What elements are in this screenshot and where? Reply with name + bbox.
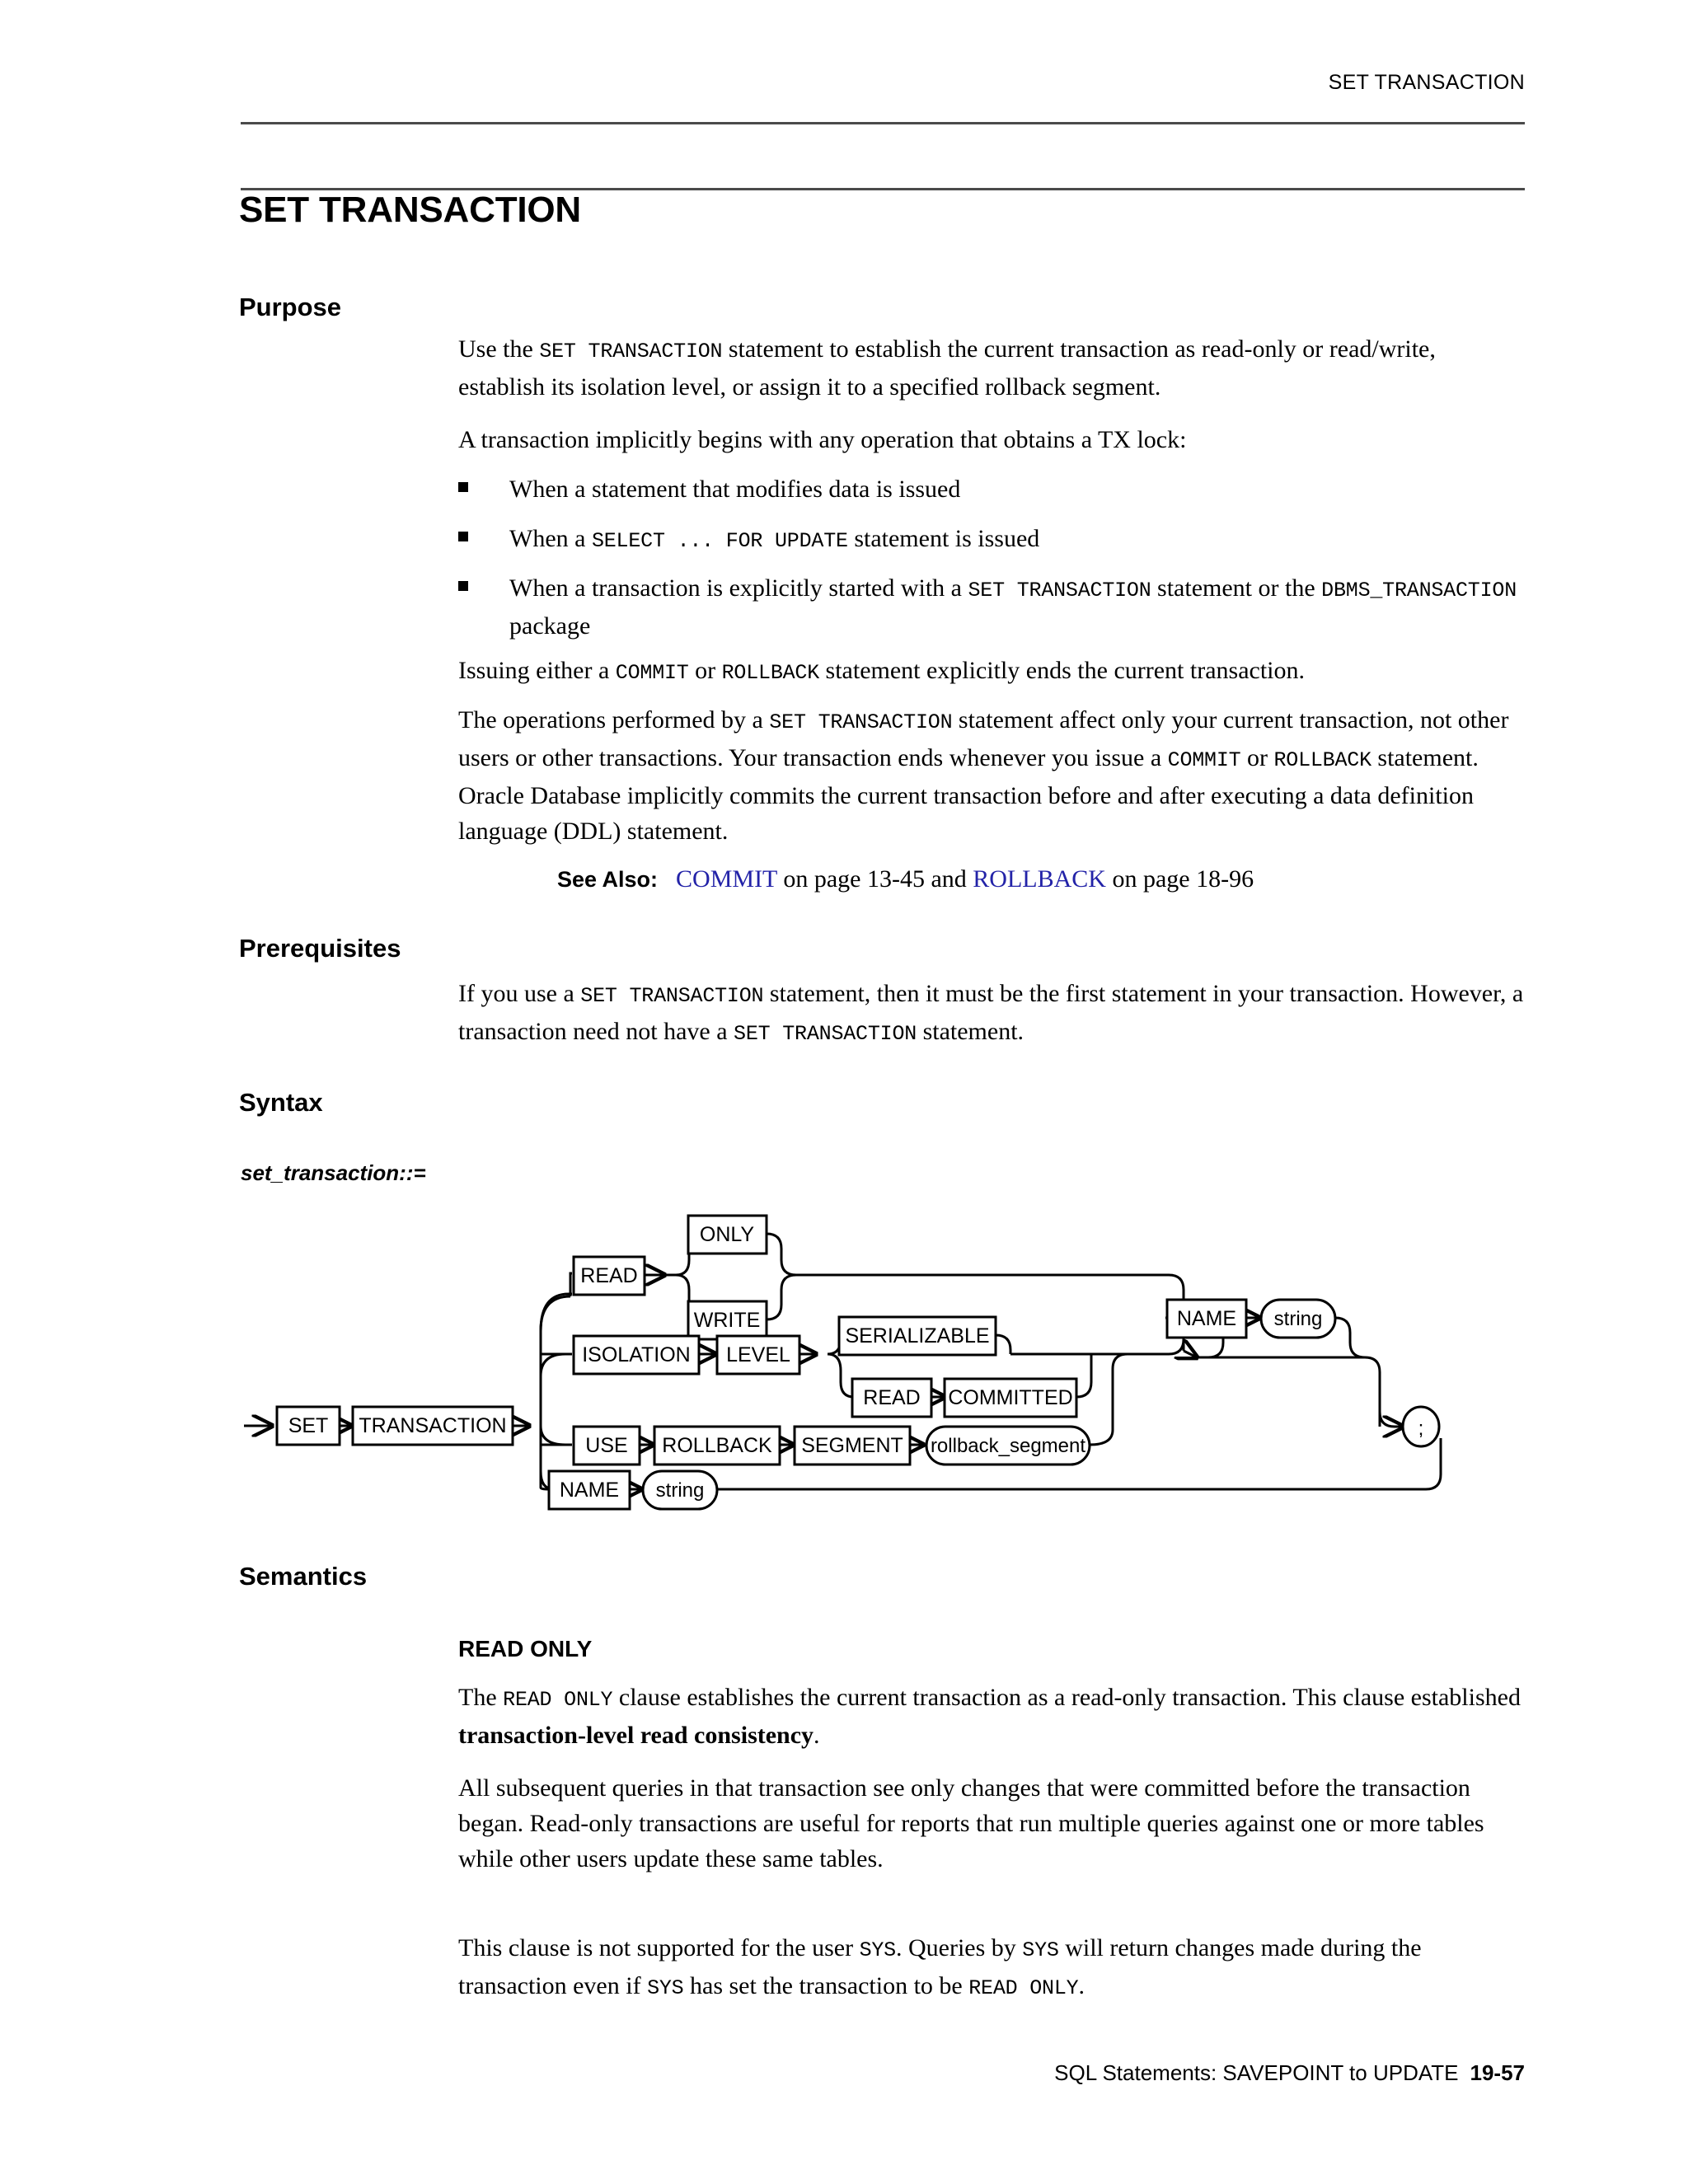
see-also-mid-1: on page 13-45 and <box>776 865 973 893</box>
link-commit[interactable]: COMMIT <box>676 865 777 893</box>
heading-prerequisites: Prerequisites <box>239 934 401 963</box>
see-also-mid-2: on page 18-96 <box>1105 865 1254 893</box>
sem-p3-b: . Queries by <box>895 1934 1023 1961</box>
list-item: When a statement that modifies data is i… <box>458 471 1526 507</box>
prereq-c: statement. <box>917 1018 1025 1045</box>
code-read-only-2: READ ONLY <box>968 1976 1079 2000</box>
sem-p1-bold: transaction-level read consistency <box>458 1722 814 1749</box>
prereq-a: If you use a <box>458 980 581 1007</box>
code-read-only: READ ONLY <box>503 1688 613 1712</box>
bullet-2-a: When a <box>509 525 592 552</box>
purpose-p3-a: Issuing either a <box>458 657 616 684</box>
bullet-square-icon <box>458 581 468 591</box>
heading-syntax: Syntax <box>239 1088 323 1117</box>
purpose-p1-a: Use the <box>458 335 540 363</box>
syntax-diagram-label: set_transaction::= <box>241 1160 426 1185</box>
rr-label-string-bottom: string <box>656 1479 705 1502</box>
rr-label-name-bottom: NAME <box>560 1479 619 1502</box>
code-set-transaction-4: SET TRANSACTION <box>580 984 764 1008</box>
code-sys-2: SYS <box>1022 1938 1059 1962</box>
heading-semantics: Semantics <box>239 1562 368 1591</box>
heading-purpose: Purpose <box>239 293 342 321</box>
rr-label-committed: COMMITTED <box>948 1386 1072 1409</box>
purpose-p4-a: The operations performed by a <box>458 706 770 733</box>
code-commit: COMMIT <box>615 661 689 685</box>
purpose-p3-b: or <box>688 657 722 684</box>
sem-p3-d: has set the transaction to be <box>683 1972 969 1999</box>
rr-label-serializable: SERIALIZABLE <box>845 1324 989 1347</box>
list-item: When a transaction is explicitly started… <box>458 570 1526 644</box>
code-set-transaction-2: SET TRANSACTION <box>968 579 1151 602</box>
bullet-2-b: statement is issued <box>847 525 1040 552</box>
bullet-square-icon <box>458 482 468 492</box>
purpose-p4-b: statement affect only your current trans… <box>458 706 1509 771</box>
bullet-1-text: When a statement that modifies data is i… <box>509 476 961 503</box>
rr-label-level: LEVEL <box>726 1343 790 1366</box>
bullet-3-a: When a transaction is explicitly started… <box>509 574 968 602</box>
purpose-paragraph-1: Use the SET TRANSACTION statement to est… <box>458 331 1526 405</box>
purpose-paragraph-2: A transaction implicitly begins with any… <box>458 426 1187 453</box>
semantics-paragraph-1: The READ ONLY clause establishes the cur… <box>458 1680 1526 1753</box>
sem-p1-a: The <box>458 1684 504 1711</box>
bullet-3-text: When a transaction is explicitly started… <box>509 570 1526 644</box>
code-sys-1: SYS <box>859 1938 897 1962</box>
purpose-p4-d: statement. Oracle Database implicitly co… <box>458 744 1479 845</box>
subheading-read-only: READ ONLY <box>458 1636 593 1661</box>
code-set-transaction-5: SET TRANSACTION <box>734 1022 917 1046</box>
purpose-paragraph-4: The operations performed by a SET TRANSA… <box>458 702 1526 849</box>
page-footer: SQL Statements: SAVEPOINT to UPDATE 19-57 <box>239 2060 1525 2086</box>
sem-p3-c: will return changes made during the tran… <box>458 1934 1422 1999</box>
code-rollback: ROLLBACK <box>721 661 820 685</box>
footer-text: SQL Statements: SAVEPOINT to UPDATE <box>1054 2060 1459 2085</box>
code-set-transaction-3: SET TRANSACTION <box>769 710 953 734</box>
purpose-p1-b: statement to establish the current trans… <box>458 335 1436 401</box>
bullet-2-text: When a SELECT ... FOR UPDATE statement i… <box>509 521 1526 559</box>
rr-label-string-tail: string <box>1274 1308 1323 1330</box>
bullet-square-icon <box>458 532 468 541</box>
rr-label-isolation: ISOLATION <box>582 1343 691 1366</box>
footer-page-number: 19-57 <box>1470 2060 1526 2085</box>
rr-label-write: WRITE <box>694 1309 761 1332</box>
see-also-note: See Also: COMMIT on page 13-45 and ROLLBA… <box>557 863 1254 896</box>
list-item: When a SELECT ... FOR UPDATE statement i… <box>458 521 1526 559</box>
code-sys-3: SYS <box>647 1976 684 2000</box>
link-rollback[interactable]: ROLLBACK <box>973 865 1106 893</box>
code-rollback-2: ROLLBACK <box>1273 748 1372 772</box>
semantics-paragraph-2: All subsequent queries in that transacti… <box>458 1774 1484 1872</box>
rr-label-rollback-segment: rollback_segment <box>931 1435 1085 1457</box>
prereq-b: statement, then it must be the first sta… <box>458 980 1524 1045</box>
sem-p3-a: This clause is not supported for the use… <box>458 1934 860 1961</box>
rr-label-read-2: READ <box>863 1386 920 1409</box>
rr-label-read: READ <box>580 1264 637 1287</box>
header-rule-top <box>241 122 1525 124</box>
running-header: SET TRANSACTION <box>1328 71 1525 94</box>
purpose-p3-c: statement explicitly ends the current tr… <box>819 657 1306 684</box>
semantics-paragraph-3: This clause is not supported for the use… <box>458 1930 1526 2006</box>
rr-label-segment: SEGMENT <box>801 1434 903 1457</box>
bullet-3-b: statement or the <box>1151 574 1322 602</box>
rr-label-only: ONLY <box>700 1223 755 1246</box>
sem-p1-b: clause establishes the current transacti… <box>612 1684 1521 1711</box>
purpose-paragraph-3: Issuing either a COMMIT or ROLLBACK stat… <box>458 653 1526 691</box>
bullet-3-c: package <box>509 612 591 640</box>
sem-p1-c: . <box>814 1722 820 1749</box>
code-dbms-transaction: DBMS_TRANSACTION <box>1321 579 1517 602</box>
prerequisites-paragraph: If you use a SET TRANSACTION statement, … <box>458 976 1526 1052</box>
code-commit-2: COMMIT <box>1167 748 1241 772</box>
railroad-diagram-set-transaction: SET TRANSACTION READ ONLY WRITE ISOLATIO… <box>239 1199 1525 1537</box>
rr-label-name-tail: NAME <box>1177 1307 1236 1330</box>
rr-label-use: USE <box>585 1434 627 1457</box>
page-title: SET TRANSACTION <box>239 190 582 230</box>
rr-label-transaction: TRANSACTION <box>359 1414 506 1437</box>
header-rule-bottom <box>241 188 1525 190</box>
rr-label-semicolon: ; <box>1418 1418 1424 1440</box>
sem-p3-e: . <box>1078 1972 1085 1999</box>
purpose-p4-c: or <box>1240 744 1274 771</box>
code-set-transaction: SET TRANSACTION <box>539 340 723 363</box>
rr-label-rollback: ROLLBACK <box>662 1434 772 1457</box>
see-also-label: See Also: <box>557 867 659 892</box>
rr-label-set: SET <box>288 1414 329 1437</box>
code-select-for-update: SELECT ... FOR UPDATE <box>591 529 848 553</box>
